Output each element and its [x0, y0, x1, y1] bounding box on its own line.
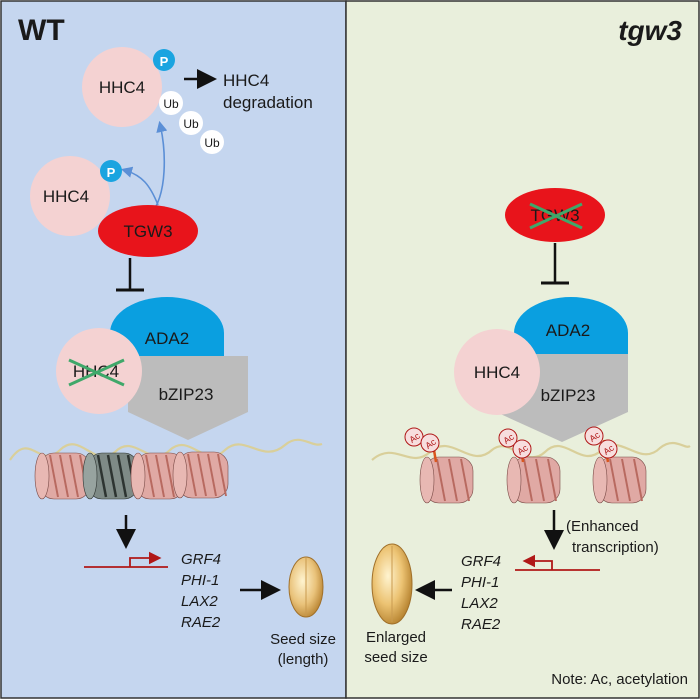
- hhc4-top-label: HHC4: [99, 78, 145, 97]
- wt-panel-title: WT: [18, 14, 65, 47]
- wt-gene-phi1: PHI-1: [181, 572, 219, 589]
- hhc4-top-circle: [82, 47, 162, 127]
- wt-nucleosome-1: [34, 452, 91, 500]
- phosphate-mid-label: P: [107, 165, 116, 180]
- wt-gene-rae2: RAE2: [181, 614, 221, 631]
- acetyl-mark-5: Ac: [584, 426, 604, 446]
- mutant-gene-phi1: PHI-1: [461, 574, 499, 591]
- mutant-seed-line1: Enlarged: [366, 629, 426, 646]
- wt-nucleosome-4: [172, 451, 229, 499]
- mutant-seed-line2: seed size: [364, 649, 427, 666]
- mutant-panel: tgw3 TGW3 ADA2 HHC4 bZIP23: [345, 0, 700, 699]
- mutant-seed-image: [371, 543, 413, 625]
- enhanced-line1: (Enhanced: [566, 518, 639, 535]
- phosphorylation-curved-arrow: [120, 166, 159, 206]
- acetyl-mark-1: Ac: [404, 427, 424, 447]
- mutant-bzip23-label: bZIP23: [541, 386, 596, 405]
- bzip23-label: bZIP23: [159, 385, 214, 404]
- ubiquitin-2-label: Ub: [183, 117, 199, 131]
- wt-panel: WT HHC4 P HHC4 degradation Ub Ub Ub HHC4…: [0, 0, 347, 699]
- mutant-gene-lax2: LAX2: [461, 595, 498, 612]
- mutant-panel-title: tgw3: [618, 15, 682, 46]
- tgw3-crossed-out-icon: [529, 202, 583, 230]
- wt-dna-strand: [9, 438, 323, 461]
- wt-promoter-icon: [84, 551, 168, 568]
- wt-gene-grf4: GRF4: [181, 551, 221, 568]
- phosphate-top-label: P: [160, 54, 169, 69]
- mutant-gene-grf4: GRF4: [461, 553, 501, 570]
- mutant-gene-rae2: RAE2: [461, 616, 501, 633]
- acetylation-note: Note: Ac, acetylation: [551, 671, 688, 688]
- mutant-ada2-shape: [514, 297, 628, 360]
- wt-nucleosome-3: [130, 452, 185, 500]
- ubiquitin-2-icon: [179, 111, 203, 135]
- hhc4-mid-circle: [30, 156, 110, 236]
- ubiquitin-3-icon: [200, 130, 224, 154]
- wt-nucleosome-2-condensed: [82, 452, 139, 500]
- mutant-hhc4-circle: [454, 329, 540, 415]
- hhc4-mid-label: HHC4: [43, 187, 89, 206]
- acetyl-mark-4: Ac: [512, 439, 532, 459]
- acetyl-mark-3: Ac: [498, 428, 518, 448]
- bzip23-shape: [128, 356, 248, 440]
- ubiquitin-3-label: Ub: [204, 136, 220, 150]
- acetyl-mark-6: Ac: [598, 439, 618, 459]
- wt-seed-line1: Seed size: [270, 631, 336, 648]
- phosphate-mid-icon: [100, 160, 122, 182]
- mutant-hhc4-label: HHC4: [474, 363, 520, 382]
- phosphate-top-icon: [153, 49, 175, 71]
- mutant-ada2-label: ADA2: [546, 321, 590, 340]
- mutant-promoter-icon: [515, 554, 600, 571]
- wt-seed-line2: (length): [278, 651, 329, 668]
- tgw3-label: TGW3: [123, 222, 172, 241]
- wt-gene-lax2: LAX2: [181, 593, 218, 610]
- ubiquitin-1-label: Ub: [163, 97, 179, 111]
- tgw3-ellipse: [98, 205, 198, 257]
- enhanced-line2: transcription): [572, 539, 659, 556]
- ada2-label: ADA2: [145, 329, 189, 348]
- degradation-line1: HHC4: [223, 71, 269, 90]
- ubiquitin-1-icon: [159, 91, 183, 115]
- ada2-shape: [110, 297, 224, 360]
- wt-seed-image: [288, 556, 324, 618]
- acetyl-mark-2: Ac: [420, 433, 440, 453]
- hhc4-crossed-out-icon: [68, 358, 125, 387]
- degradation-line2: degradation: [223, 93, 313, 112]
